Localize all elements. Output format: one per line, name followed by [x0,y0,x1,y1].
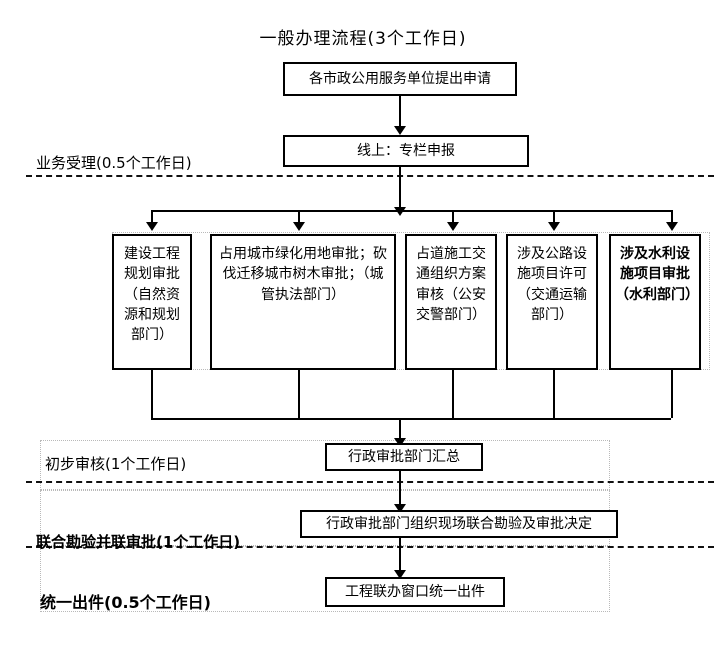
node-online-label: 线上：专栏申报 [357,142,455,159]
node-dept-traffic[interactable]: 占道施工交通组织方案审核（公安交警部门） [405,234,497,370]
arrow-to-highway [548,222,560,231]
riser-from-traffic [452,370,454,418]
node-dept-water-label: 涉及水利设施项目审批（水利部门） [615,246,699,303]
node-dept-planning-label: 建设工程规划审批（自然资源和规划部门） [124,246,180,344]
separator-preliminary [26,481,714,483]
connector-apply-online [399,96,401,128]
riser-from-water [671,370,673,418]
arrow-to-water [666,222,678,231]
drop-to-water [671,210,673,224]
node-output-label: 工程联办窗口统一出件 [345,583,485,600]
stage-label-joint: 联合勘验并联审批(1个工作日) [36,533,241,551]
arrow-joint-output [394,570,406,579]
drop-to-planning [151,210,153,224]
drop-to-highway [553,210,555,224]
stage-label-acceptance: 业务受理(0.5个工作日) [36,154,192,172]
connector-online-bus [399,167,401,209]
node-output[interactable]: 工程联办窗口统一出件 [325,577,505,607]
node-dept-highway-label: 涉及公路设施项目许可（交通运输部门） [517,246,587,323]
riser-from-planning [151,370,153,418]
separator-acceptance [26,175,714,177]
arrow-to-traffic [447,222,459,231]
connector-summary-joint [399,471,401,506]
stage-label-delivery: 统一出件(0.5个工作日) [40,593,211,612]
bus-fanin [151,418,671,420]
riser-from-greening [298,370,300,418]
drop-to-traffic [452,210,454,224]
node-dept-traffic-label: 占道施工交通组织方案审核（公安交警部门） [416,246,486,323]
arrow-summary-joint [394,504,406,513]
node-dept-highway[interactable]: 涉及公路设施项目许可（交通运输部门） [506,234,598,370]
drop-to-greening [298,210,300,224]
connector-bus-summary [399,418,401,440]
arrow-to-greening [293,222,305,231]
node-dept-water[interactable]: 涉及水利设施项目审批（水利部门） [609,234,701,370]
arrow-to-planning [146,222,158,231]
riser-from-highway [553,370,555,418]
node-dept-greening[interactable]: 占用城市绿化用地审批；砍伐迁移城市树木审批；（城管执法部门） [210,234,396,370]
separator-joint [26,546,714,548]
node-joint-review[interactable]: 行政审批部门组织现场联合勘验及审批决定 [300,510,618,538]
node-apply-label: 各市政公用服务单位提出申请 [309,70,491,87]
arrow-bus-summary [394,438,406,447]
node-summary-label: 行政审批部门汇总 [348,448,460,465]
stage-label-preliminary: 初步审核(1个工作日) [45,455,187,473]
bus-fanout [151,210,671,212]
connector-joint-output [399,538,401,572]
page-title: 一般办理流程(3个工作日) [259,29,467,49]
node-online[interactable]: 线上：专栏申报 [283,135,529,167]
arrow-online-bus [394,207,406,216]
node-joint-review-label: 行政审批部门组织现场联合勘验及审批决定 [326,515,592,532]
arrow-apply-online [394,126,406,135]
node-apply[interactable]: 各市政公用服务单位提出申请 [283,62,517,96]
node-dept-greening-label: 占用城市绿化用地审批；砍伐迁移城市树木审批；（城管执法部门） [219,246,387,303]
node-summary[interactable]: 行政审批部门汇总 [325,443,483,471]
node-dept-planning[interactable]: 建设工程规划审批（自然资源和规划部门） [112,234,192,370]
band-preliminary [40,440,610,490]
